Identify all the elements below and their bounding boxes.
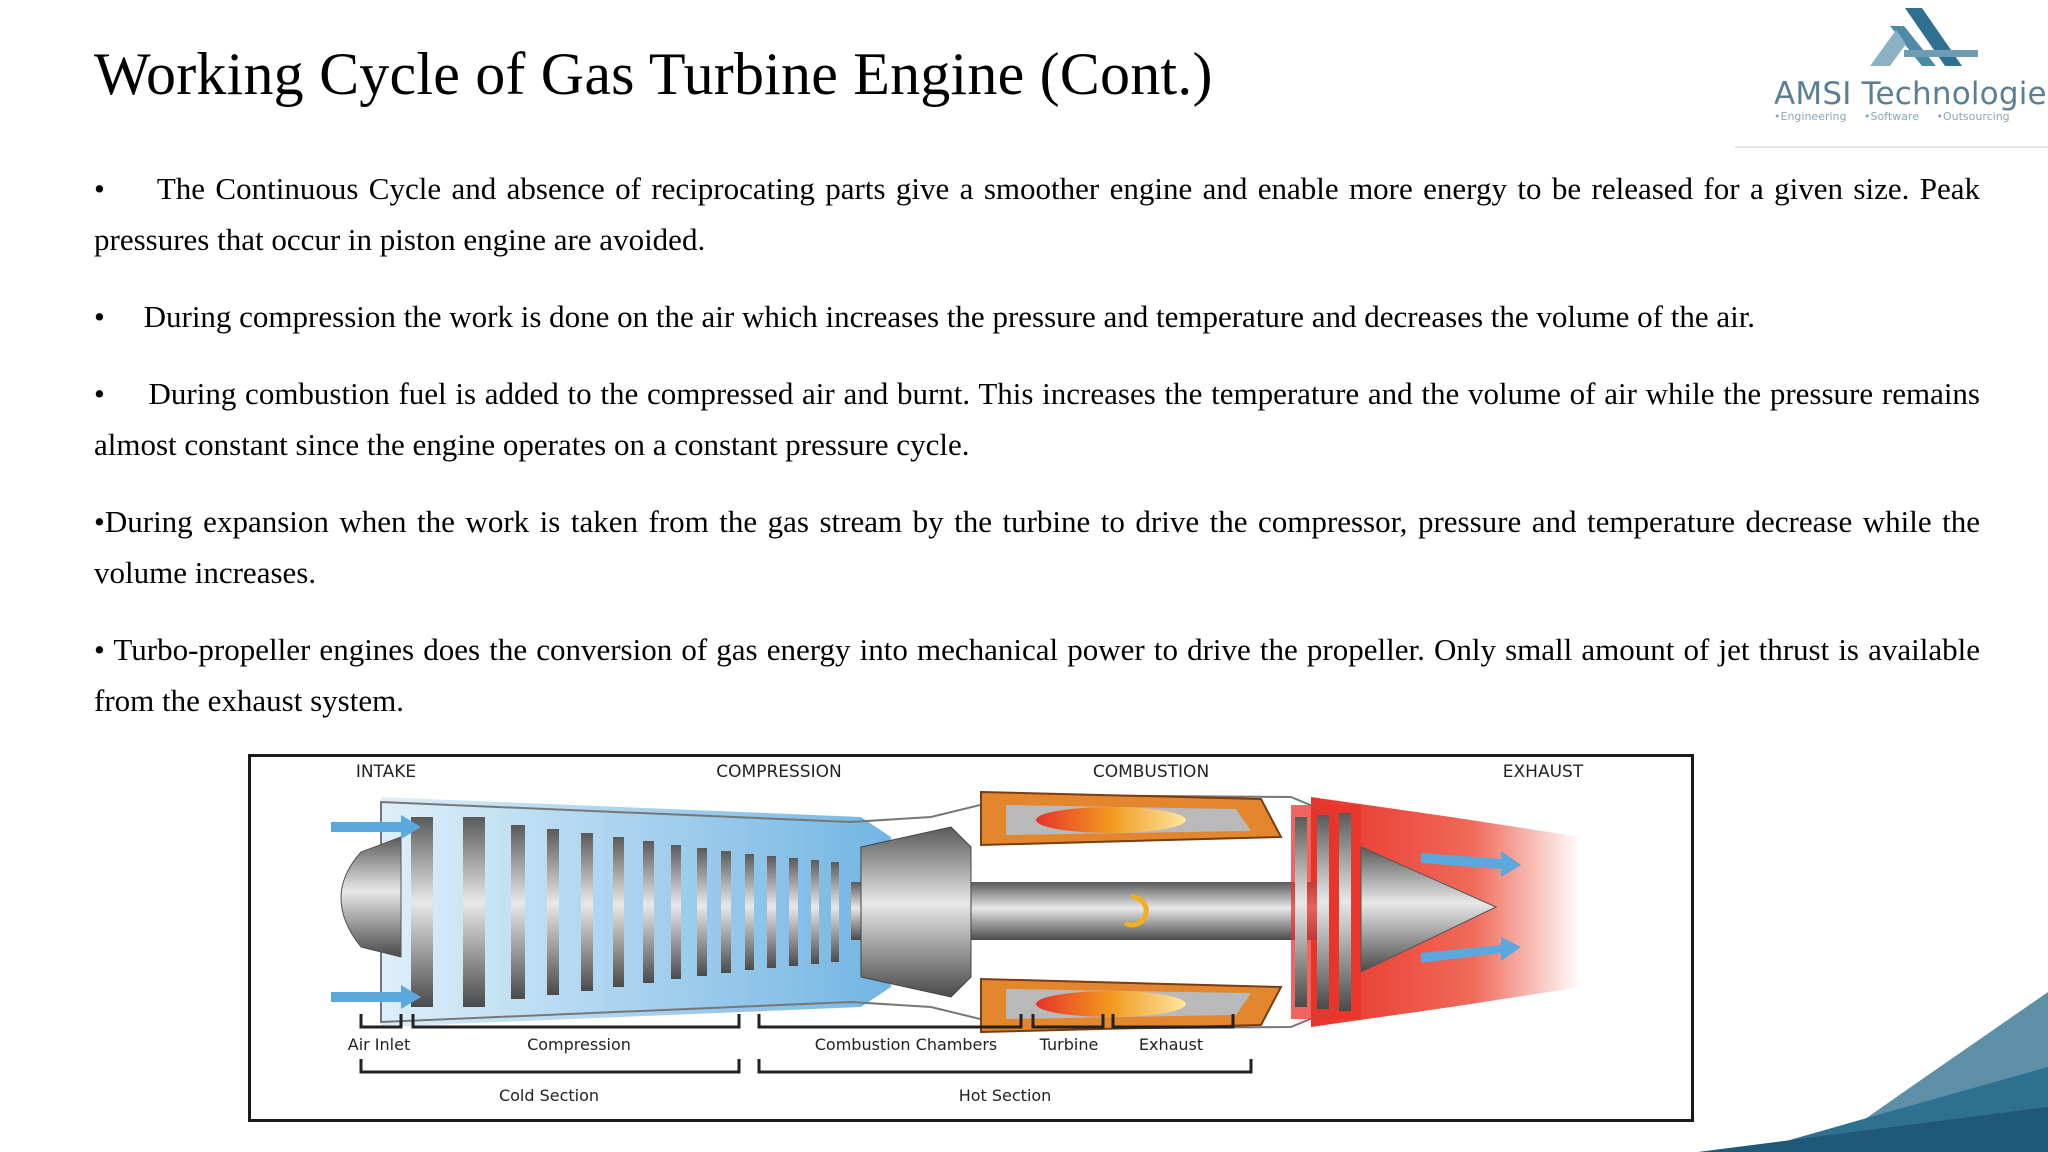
engine-drawing: INTAKE COMPRESSION COMBUSTION EXHAUST: [331, 762, 1584, 1105]
diffuser: [860, 826, 972, 998]
section-label-hot: Hot Section: [959, 1086, 1052, 1105]
compressor-blades: [411, 817, 839, 1007]
stage-label-intake: INTAKE: [356, 762, 416, 782]
bullet-item: • Turbo-propeller engines does the conve…: [94, 632, 1980, 718]
bullet-item: • During compression the work is done on…: [94, 299, 1756, 334]
gas-turbine-diagram: INTAKE COMPRESSION COMBUSTION EXHAUST: [248, 754, 1694, 1122]
turbine-blades: [1291, 805, 1361, 1019]
combustion-chambers: [980, 790, 1283, 1034]
bullet-item: • During combustion fuel is added to the…: [94, 376, 1980, 462]
logo-divider: [1735, 146, 2048, 148]
bullet-item: • The Continuous Cycle and absence of re…: [94, 171, 1980, 257]
stage-label-combustion: COMBUSTION: [1093, 762, 1209, 782]
cold-airflow: [381, 797, 891, 1027]
component-label-turbine: Turbine: [1039, 1035, 1099, 1054]
amsi-logo-icon: [1870, 8, 1978, 66]
bullet-list: • The Continuous Cycle and absence of re…: [94, 163, 1980, 752]
bullet-item: •During expansion when the work is taken…: [94, 504, 1980, 590]
logo-name: AMSI Technologies: [1774, 76, 2048, 112]
component-label-combustion-chambers: Combustion Chambers: [815, 1035, 998, 1054]
section-label-cold: Cold Section: [499, 1086, 599, 1105]
stage-label-exhaust: EXHAUST: [1503, 762, 1584, 782]
component-label-exhaust: Exhaust: [1139, 1035, 1203, 1054]
logo-tagline: •Engineering •Software •Outsourcing: [1774, 110, 2010, 123]
slide-title: Working Cycle of Gas Turbine Engine (Con…: [94, 41, 1213, 107]
component-label-compression: Compression: [527, 1035, 631, 1054]
nose-cone: [340, 836, 402, 958]
airflow-arrows: [331, 815, 1521, 1009]
exhaust-cone: [1360, 846, 1498, 973]
corner-swoosh-decoration: [1698, 992, 2048, 1152]
component-brackets: [359, 1014, 1253, 1074]
stage-label-compression: COMPRESSION: [716, 762, 841, 782]
component-label-air-inlet: Air Inlet: [348, 1035, 410, 1054]
rotation-arrow-icon: [1123, 894, 1149, 928]
